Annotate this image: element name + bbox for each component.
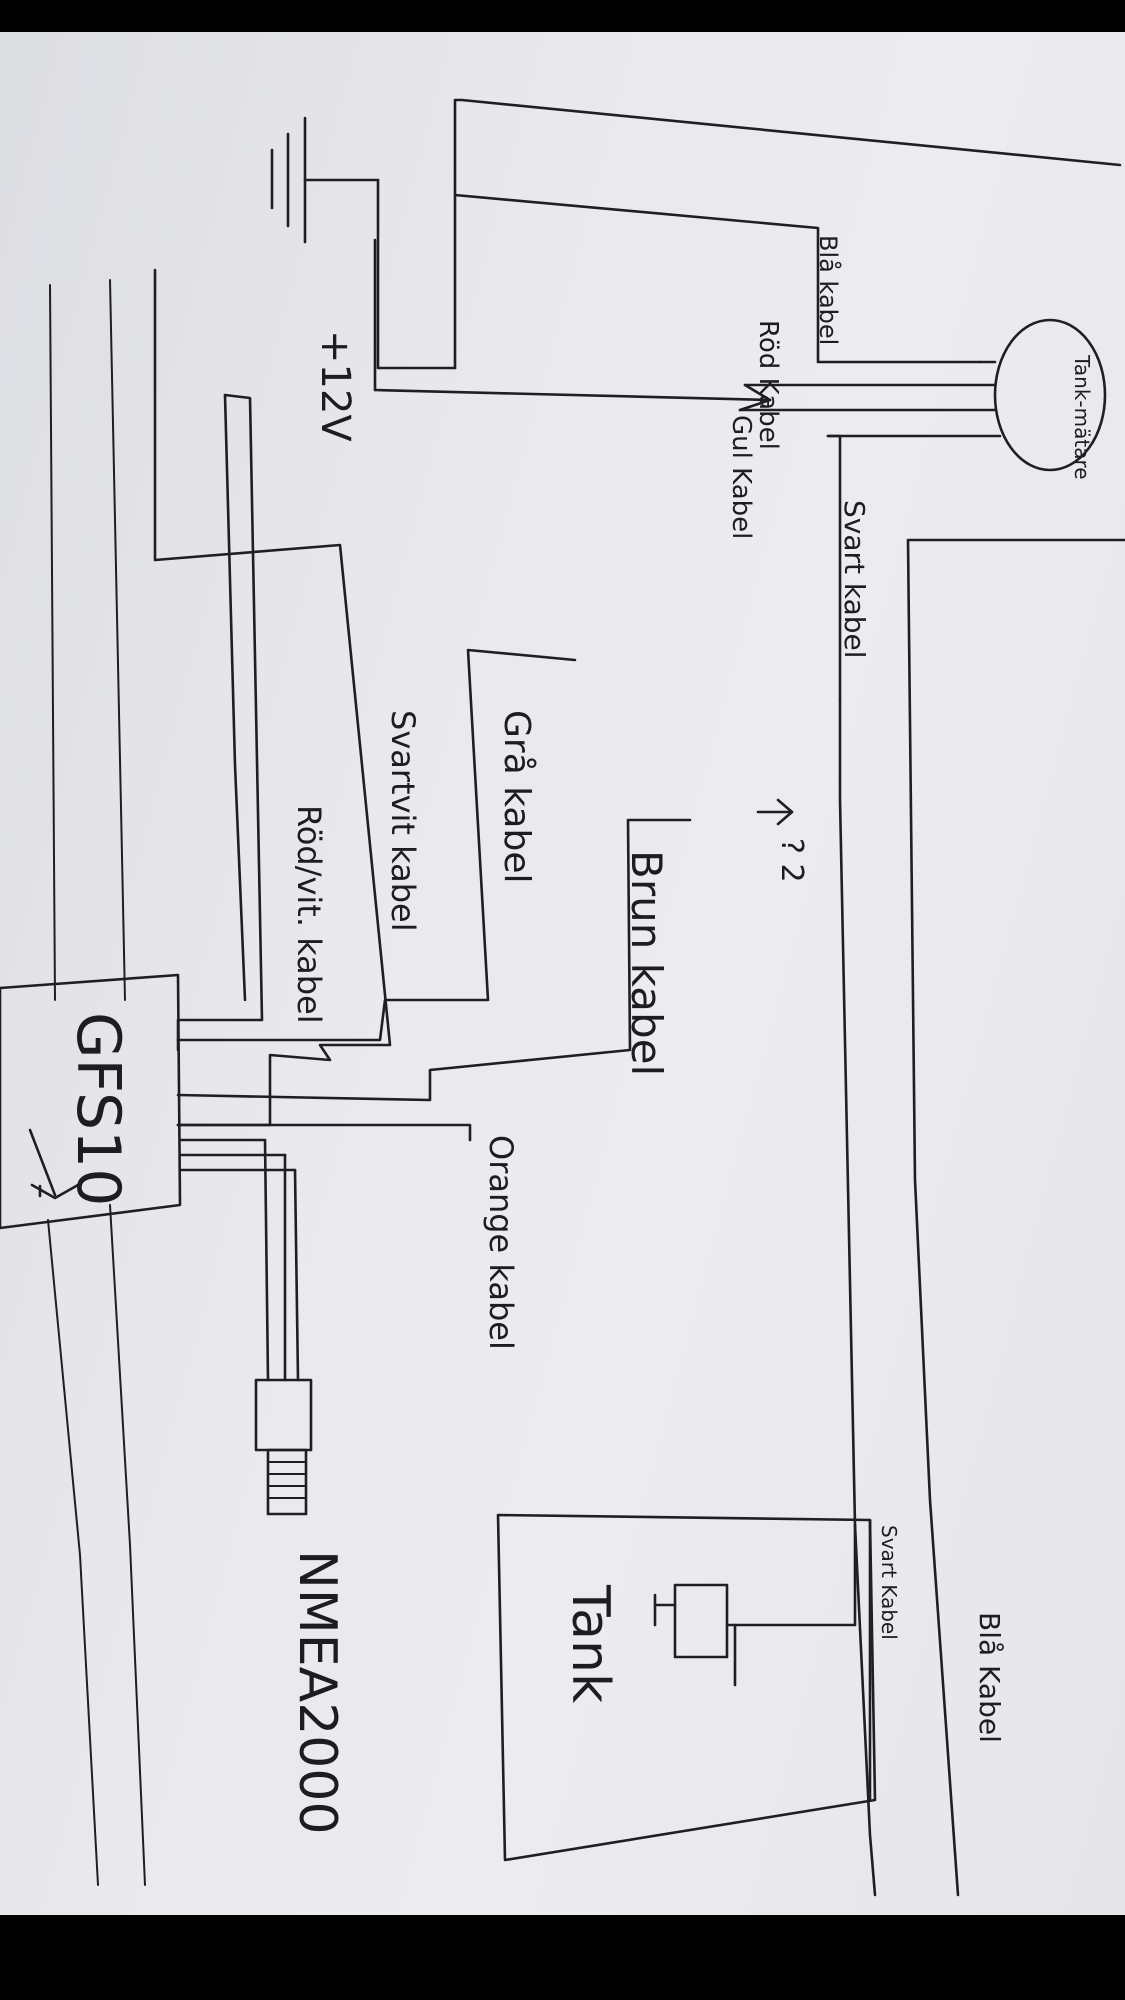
label-black-mid: Svart kabel (838, 500, 871, 659)
label-tank: Tank (560, 1584, 620, 1703)
question-arrow (756, 798, 794, 826)
red-white-cable (176, 393, 264, 1052)
label-red-white: Röd/vit. kabel (290, 805, 328, 1024)
supply-feed (153, 238, 392, 1127)
brown-cable (176, 818, 692, 1102)
bus-lines (47, 279, 146, 1886)
grey-cable (176, 648, 577, 1042)
tank-box (496, 1513, 877, 1862)
blue-cable-outer (453, 98, 1125, 1897)
label-nmea: NMEA2000 (287, 1550, 347, 1835)
label-red: Röd Kabel (753, 320, 783, 450)
label-brown: Brun kabel (622, 850, 671, 1076)
label-gfs10: GFS10 (63, 1012, 133, 1206)
gfs10-box (0, 973, 297, 1230)
ground-symbol (270, 116, 380, 244)
label-gauge: Tank-mätare (1070, 354, 1094, 480)
nmea-cable (254, 1138, 313, 1516)
label-orange: Orange kabel (482, 1135, 520, 1350)
label-yellow: Gul Kabel (726, 415, 756, 539)
label-black-white: Svartvit kabel (384, 710, 422, 932)
blue-cable-to-gauge (376, 178, 982, 370)
tank-gauge (738, 318, 1107, 472)
red-yellow-junction (373, 383, 772, 412)
label-black-tank: Svart Kabel (877, 1525, 901, 1640)
orange-cable (176, 1123, 472, 1142)
label-blue-top: Blå kabel (814, 235, 843, 345)
label-supply: +12V (312, 330, 358, 442)
label-blue-right: Blå Kabel (973, 1612, 1006, 1743)
label-grey: Grå kabel (496, 710, 537, 883)
label-question: ? 2 (774, 838, 809, 883)
